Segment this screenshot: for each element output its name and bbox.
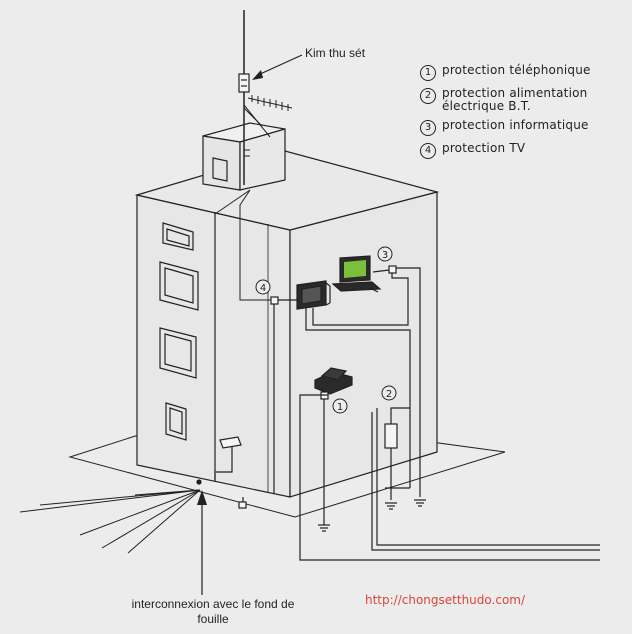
tv-protector: [270, 296, 279, 305]
lightning-rod-label: Kim thu sét: [305, 46, 366, 60]
legend: 1 protection téléphonique 2 protection a…: [420, 64, 625, 165]
marker-4-label: 4: [260, 283, 266, 294]
legend-text: protection TV: [442, 141, 526, 155]
computer-screen: [344, 260, 366, 278]
legend-item: 4 protection TV: [420, 142, 625, 159]
computer-protector: [388, 265, 397, 274]
legend-item: 3 protection informatique: [420, 119, 625, 136]
computer: [331, 255, 382, 293]
building-right-face: [289, 191, 438, 498]
marker-1-circle: [332, 398, 348, 414]
legend-text: protection téléphonique: [442, 63, 591, 77]
marker-2-label: 2: [386, 389, 392, 400]
legend-text: protection alimentation électrique B.T.: [442, 86, 588, 113]
marker-3-label: 3: [382, 250, 388, 261]
legend-item: 2 protection alimentation électrique B.T…: [420, 87, 625, 113]
marker-2-circle: [381, 385, 397, 401]
telephone: [314, 367, 353, 396]
grounding-box: [219, 436, 242, 449]
down-conductor: [214, 189, 251, 215]
windows: [159, 222, 199, 441]
tv-antenna: [243, 95, 293, 157]
power-protector: [384, 423, 398, 449]
legend-text: protection informatique: [442, 118, 589, 132]
website-link[interactable]: http://chongsetthudo.com/: [365, 593, 526, 607]
ground-radials: [19, 489, 201, 554]
legend-number: 2: [420, 88, 436, 104]
legend-item: 1 protection téléphonique: [420, 64, 625, 81]
tv-set: [296, 280, 331, 310]
ground-interconnect-label: interconnexion avec le fond de fouille: [131, 597, 295, 626]
lightning-rod-head: [238, 73, 250, 93]
legend-number: 1: [420, 65, 436, 81]
marker-1-label: 1: [337, 402, 343, 413]
legend-number: 4: [420, 143, 436, 159]
marker-3-circle: [377, 246, 393, 262]
marker-4-circle: [255, 279, 271, 295]
ground-symbols: [238, 497, 426, 532]
legend-number: 3: [420, 120, 436, 136]
